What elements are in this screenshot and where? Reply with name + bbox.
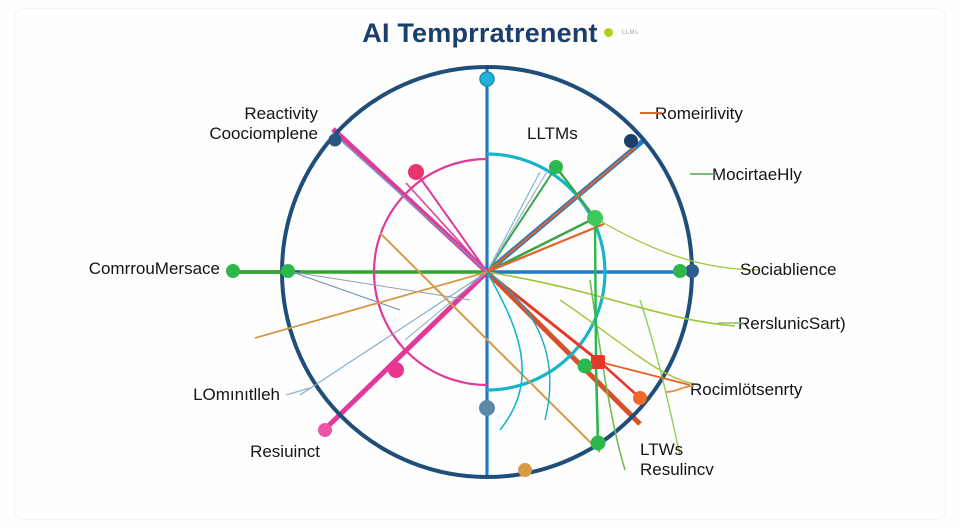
label-ltws-resulincv: LTWs Resulincv bbox=[640, 440, 714, 479]
series-line-orange-1 bbox=[486, 146, 637, 273]
series-line-steel-7 bbox=[299, 271, 488, 396]
data-point-nw-ring[interactable] bbox=[328, 133, 342, 147]
data-point-bottom-steel[interactable] bbox=[479, 400, 495, 416]
data-point-ne-green-2[interactable] bbox=[587, 210, 603, 226]
data-point-e-green[interactable] bbox=[673, 264, 687, 278]
legend-marker-icon bbox=[604, 28, 613, 37]
label-ltws-line1: LTWs bbox=[640, 440, 684, 459]
series-line-orange-3 bbox=[599, 361, 691, 386]
label-ltms-inner: LLTMs bbox=[527, 124, 578, 143]
data-point-ne-ring[interactable] bbox=[624, 134, 638, 148]
series-line-steel-6 bbox=[291, 271, 471, 301]
label-reactivity-right: Romeirlivity bbox=[655, 104, 743, 123]
data-point-se-red-1[interactable] bbox=[591, 355, 605, 369]
series-line-green-2 bbox=[486, 216, 596, 274]
label-reactivity-line1: Reactivity bbox=[244, 104, 318, 123]
series-line-olive-3 bbox=[589, 279, 626, 471]
data-point-se-orange[interactable] bbox=[633, 391, 647, 405]
data-point-w-green[interactable] bbox=[281, 264, 295, 278]
series-line-orange-2 bbox=[486, 222, 605, 274]
data-point-se-green-2[interactable] bbox=[590, 435, 606, 451]
label-rerslunic: RerslunicSart) bbox=[738, 314, 846, 333]
series-line-olive-1 bbox=[486, 271, 736, 327]
data-point-ne-green-1[interactable] bbox=[549, 160, 563, 174]
series-line-magenta-1 bbox=[415, 171, 488, 273]
series-line-steel-4 bbox=[339, 139, 488, 273]
label-resilience-left: Resiuinct bbox=[250, 442, 320, 461]
axis-diagonal-se bbox=[485, 270, 642, 426]
data-point-w-outer-green[interactable] bbox=[226, 264, 240, 278]
series-line-steel-8 bbox=[404, 271, 488, 341]
data-point-sw-pink[interactable] bbox=[318, 423, 332, 437]
series-line-steel-1 bbox=[486, 171, 541, 273]
series-line-steel-5 bbox=[291, 271, 401, 311]
series-line-magenta-2 bbox=[405, 182, 488, 273]
legend-label: LLMs bbox=[622, 29, 639, 36]
series-line-steel-2 bbox=[486, 169, 549, 273]
label-rocimlotsenrty: Rocimlötsenrty bbox=[690, 380, 803, 399]
label-reactivity-line2: Coociomplene bbox=[209, 123, 318, 143]
series-line-olive-4 bbox=[639, 299, 681, 456]
data-point-bottom-tan[interactable] bbox=[518, 463, 532, 477]
series-line-green-1 bbox=[486, 166, 557, 273]
label-luminileh: LOmınıtlleh bbox=[193, 385, 280, 404]
series-line-olive-5 bbox=[594, 217, 761, 271]
series-line-green-5 bbox=[594, 365, 600, 444]
series-line-olive-2 bbox=[559, 299, 701, 386]
label-reactivity-coociomplene: Reactivity Coociomplene bbox=[88, 104, 318, 143]
data-point-nw-magenta[interactable] bbox=[408, 164, 424, 180]
series-line-teal-2 bbox=[486, 271, 551, 421]
data-point-top[interactable] bbox=[479, 71, 495, 87]
data-point-se-green-1[interactable] bbox=[577, 358, 593, 374]
label-sociablience: Sociablience bbox=[740, 260, 837, 279]
series-line-green-3 bbox=[555, 166, 596, 219]
inner-arc-magenta bbox=[372, 157, 488, 387]
data-point-sw-magenta[interactable] bbox=[388, 362, 404, 378]
chart-legend: LLMs bbox=[604, 28, 638, 37]
series-line-tan-1 bbox=[379, 232, 601, 453]
series-line-teal-1 bbox=[486, 271, 523, 431]
label-communicativeness: ComrrouMersace bbox=[88, 259, 220, 278]
data-point-e-ring[interactable] bbox=[685, 264, 699, 278]
series-line-tan-2 bbox=[254, 271, 488, 339]
label-mociraehly: MocirtaeHly bbox=[712, 165, 802, 184]
label-ltws-line2: Resulincv bbox=[640, 459, 714, 479]
series-line-red-2 bbox=[599, 361, 641, 399]
inner-arc-teal bbox=[486, 152, 607, 392]
page-title: AI Temprratrenent bbox=[362, 18, 598, 48]
series-line-green-4 bbox=[593, 217, 598, 367]
